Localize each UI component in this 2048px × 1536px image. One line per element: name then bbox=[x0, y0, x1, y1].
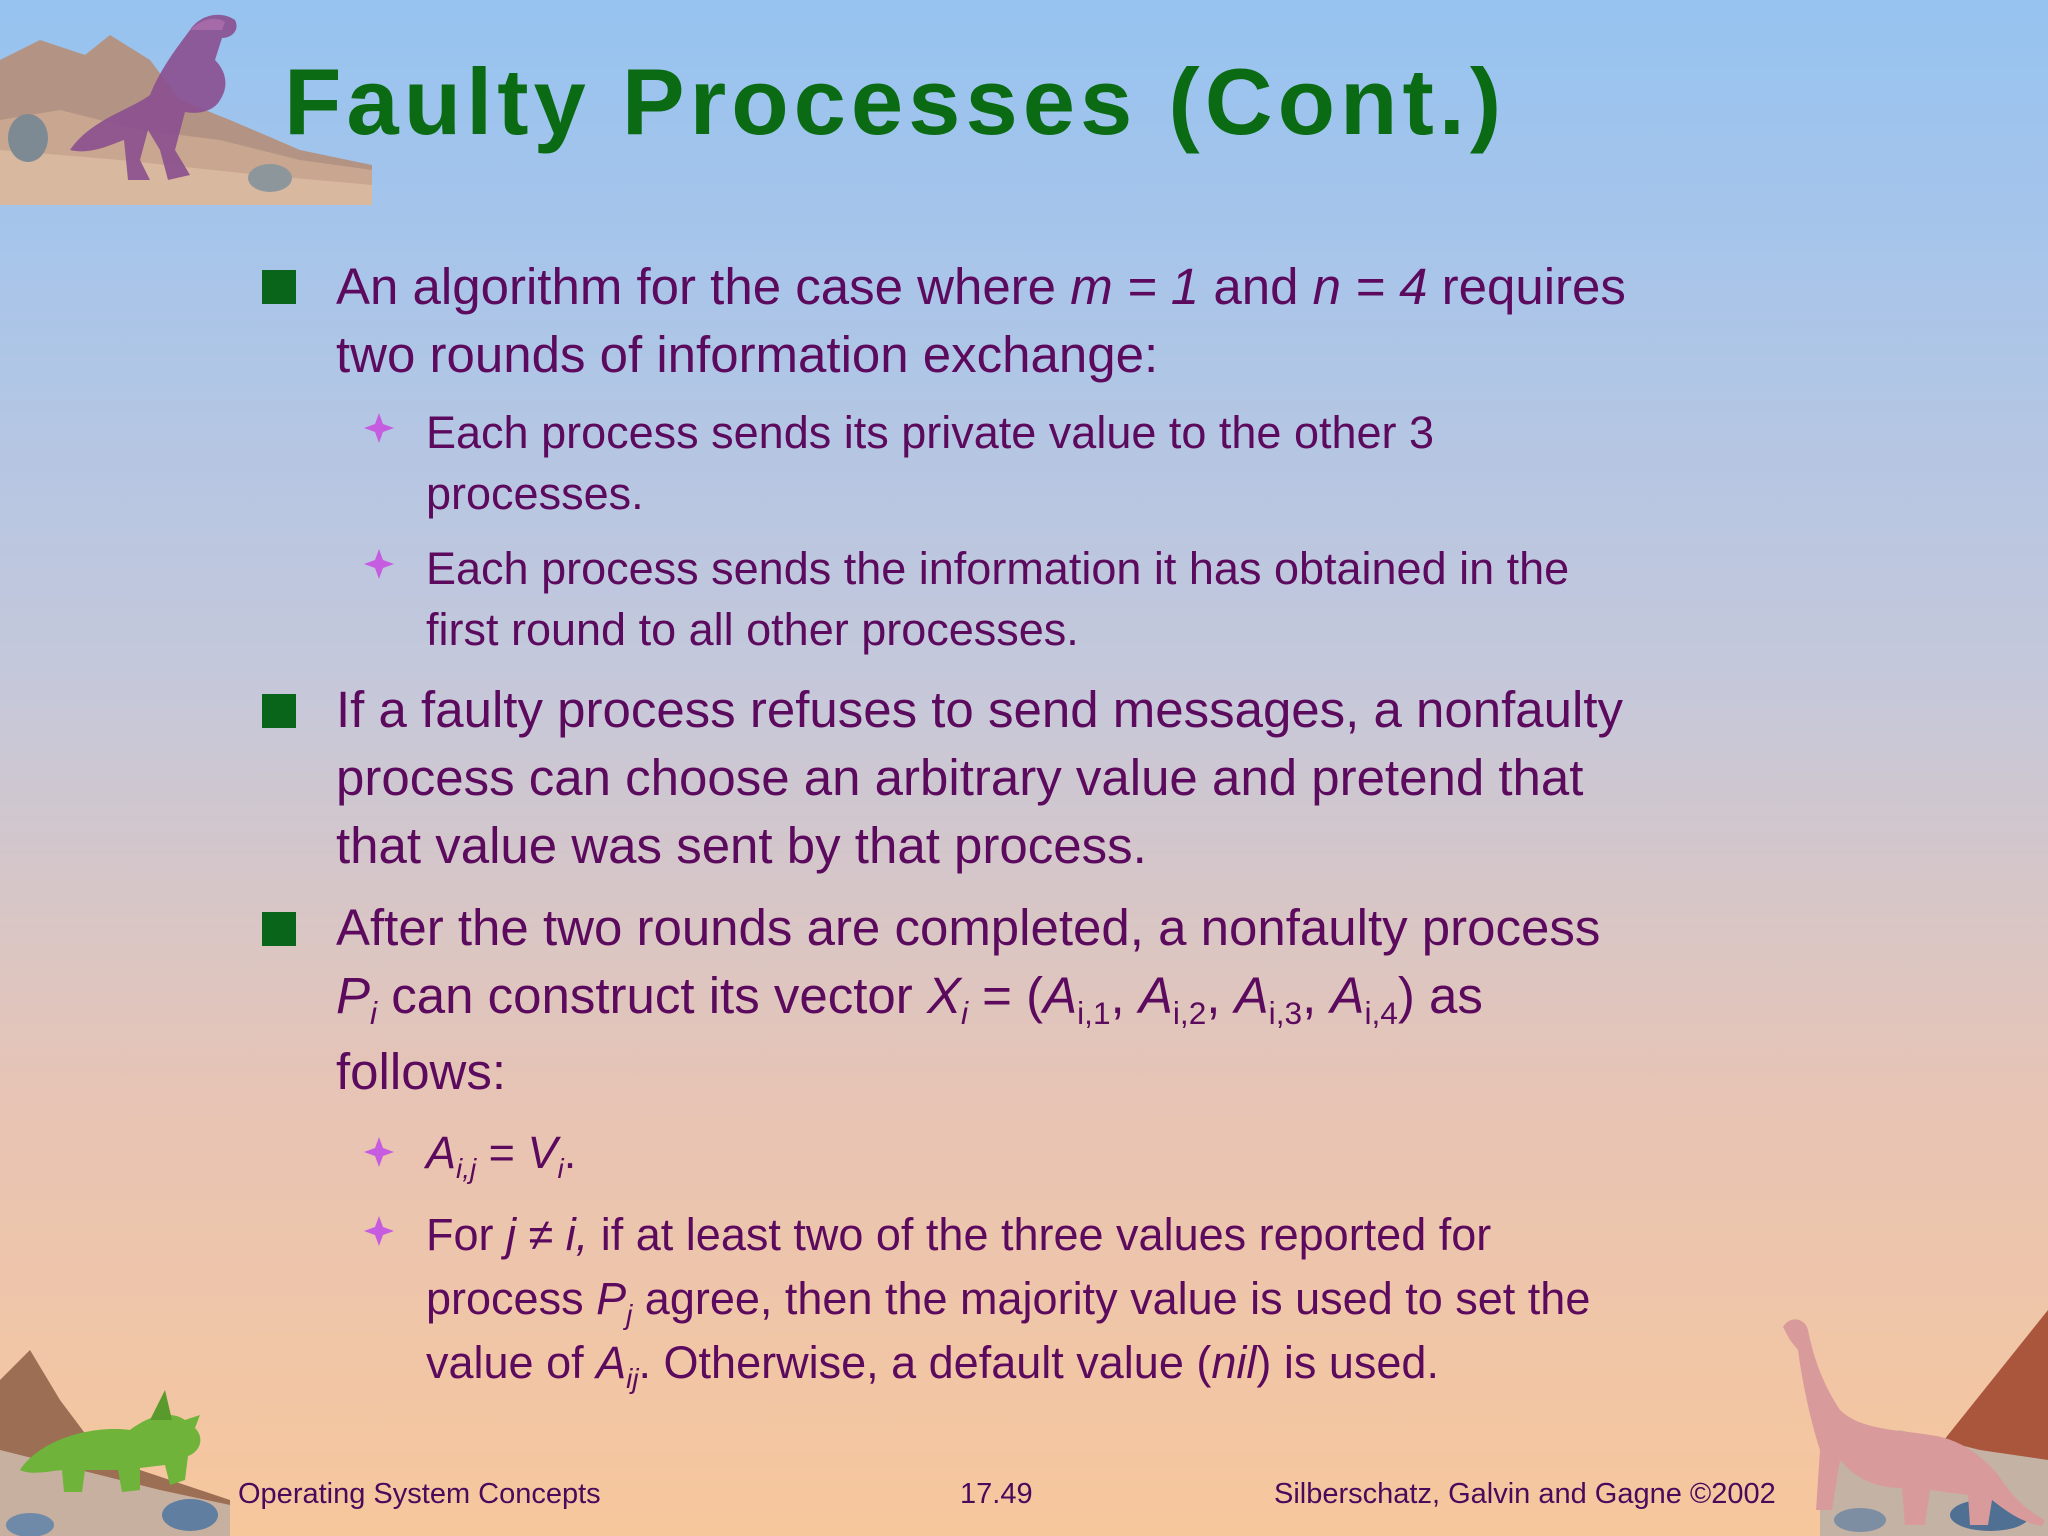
symbol-A: A bbox=[1330, 967, 1365, 1024]
symbol-A: A bbox=[596, 1337, 627, 1388]
subscript-i2: i,2 bbox=[1172, 995, 1207, 1032]
equation-m: m = 1 bbox=[1070, 258, 1200, 315]
text-segment: value of bbox=[426, 1337, 597, 1388]
four-point-star-icon bbox=[364, 1137, 394, 1167]
symbol-A: A bbox=[1043, 967, 1078, 1024]
subscript-i3: i,3 bbox=[1268, 995, 1303, 1032]
green-square-icon bbox=[262, 694, 296, 728]
footer-copyright: Silberschatz, Galvin and Gagne ©2002 bbox=[1274, 1478, 1776, 1510]
bullet-line: Pi can construct its vector Xi = (Ai,1, … bbox=[336, 962, 1600, 1030]
text-segment: agree, then the majority value is used t… bbox=[632, 1273, 1591, 1324]
text-segment: ) as bbox=[1397, 967, 1483, 1024]
text-segment: ) is used. bbox=[1256, 1337, 1439, 1388]
subscript-ij: ij bbox=[626, 1362, 639, 1394]
sub-bullet-send-private-value: Each process sends its private value to … bbox=[426, 402, 1434, 524]
text-segment: can construct its vector bbox=[377, 967, 927, 1024]
text-segment: , bbox=[1302, 967, 1331, 1024]
equation-n: n = 4 bbox=[1312, 258, 1428, 315]
bullet-line: process Pj agree, then the majority valu… bbox=[426, 1267, 1590, 1331]
subscript-ij: i,j bbox=[456, 1152, 477, 1184]
text-segment: An algorithm for the case where bbox=[336, 258, 1071, 315]
four-point-star-icon bbox=[364, 1216, 394, 1246]
text-segment: process bbox=[426, 1273, 597, 1324]
bullet-construct-vector: After the two rounds are completed, a no… bbox=[336, 894, 1600, 1106]
bullet-faulty-refuses: If a faulty process refuses to send mess… bbox=[336, 676, 1623, 880]
bullet-line: Each process sends the information it ha… bbox=[426, 543, 1570, 594]
bullet-line: For j ≠ i, if at least two of the three … bbox=[426, 1203, 1590, 1267]
symbol-j: j bbox=[506, 1209, 517, 1260]
bullet-line: An algorithm for the case where m = 1 an… bbox=[336, 253, 1626, 321]
nil-keyword: nil bbox=[1211, 1337, 1257, 1388]
symbol-X: X bbox=[926, 967, 961, 1024]
bullet-line: two rounds of information exchange: bbox=[336, 326, 1159, 383]
symbol-A: A bbox=[1138, 967, 1173, 1024]
bullet-line: Each process sends its private value to … bbox=[426, 407, 1435, 458]
slide-title: Faulty Processes (Cont.) bbox=[284, 49, 1507, 154]
subscript-i: i bbox=[370, 995, 378, 1032]
text-segment: . Otherwise, a default value ( bbox=[638, 1337, 1212, 1388]
sub-bullet-aij-equals-vi: Ai,j = Vi. bbox=[426, 1122, 576, 1183]
bullet-line: follows: bbox=[336, 1043, 507, 1100]
symbol-P: P bbox=[336, 967, 371, 1024]
subscript-i: i bbox=[960, 995, 968, 1032]
bullet-line: If a faulty process refuses to send mess… bbox=[336, 681, 1624, 738]
not-equal-symbol: ≠ bbox=[528, 1209, 554, 1260]
text-segment bbox=[516, 1209, 529, 1260]
bullet-line: processes. bbox=[426, 468, 644, 519]
bullet-line: After the two rounds are completed, a no… bbox=[336, 899, 1601, 956]
trex-dinosaur-illustration bbox=[0, 14, 372, 205]
symbol-i: i, bbox=[565, 1209, 589, 1260]
text-segment: For bbox=[426, 1209, 507, 1260]
footer-course-title: Operating System Concepts bbox=[238, 1478, 601, 1510]
symbol-P: P bbox=[596, 1273, 627, 1324]
bullet-line: process can choose an arbitrary value an… bbox=[336, 749, 1584, 806]
triceratops-illustration bbox=[0, 1350, 230, 1536]
symbol-V: V bbox=[527, 1127, 558, 1178]
symbol-i-letter: i bbox=[565, 1209, 576, 1260]
text-segment: = bbox=[476, 1127, 528, 1178]
text-segment bbox=[553, 1209, 566, 1260]
sub-bullet-majority-value: For j ≠ i, if at least two of the three … bbox=[426, 1203, 1590, 1395]
subscript-i4: i,4 bbox=[1364, 995, 1398, 1032]
symbol-A: A bbox=[426, 1127, 457, 1178]
green-square-icon bbox=[262, 912, 296, 946]
bullet-line: that value was sent by that process. bbox=[336, 817, 1147, 874]
footer-slide-number: 17.49 bbox=[960, 1478, 1033, 1510]
bullet-line: Ai,j = Vi. bbox=[426, 1122, 576, 1183]
symbol-A: A bbox=[1234, 967, 1269, 1024]
bullet-line: first round to all other processes. bbox=[426, 604, 1079, 655]
bullet-line: value of Aij. Otherwise, a default value… bbox=[426, 1331, 1590, 1395]
text-segment: and bbox=[1199, 258, 1313, 315]
green-square-icon bbox=[262, 270, 296, 304]
subscript-j: j bbox=[626, 1298, 633, 1330]
text-segment: , bbox=[1110, 967, 1139, 1024]
text-segment: . bbox=[563, 1127, 577, 1178]
subscript-i: i bbox=[557, 1152, 564, 1184]
bullet-algorithm-rounds: An algorithm for the case where m = 1 an… bbox=[336, 253, 1626, 389]
text-segment: , bbox=[1206, 967, 1235, 1024]
four-point-star-icon bbox=[364, 549, 394, 579]
sub-bullet-send-obtained-info: Each process sends the information it ha… bbox=[426, 538, 1569, 660]
text-segment: = ( bbox=[968, 967, 1044, 1024]
text-segment: if at least two of the three values repo… bbox=[588, 1209, 1492, 1260]
four-point-star-icon bbox=[364, 413, 394, 443]
text-segment: requires bbox=[1427, 258, 1626, 315]
subscript-i1: i,1 bbox=[1077, 995, 1111, 1032]
brontosaurus-illustration bbox=[1783, 1310, 2048, 1536]
